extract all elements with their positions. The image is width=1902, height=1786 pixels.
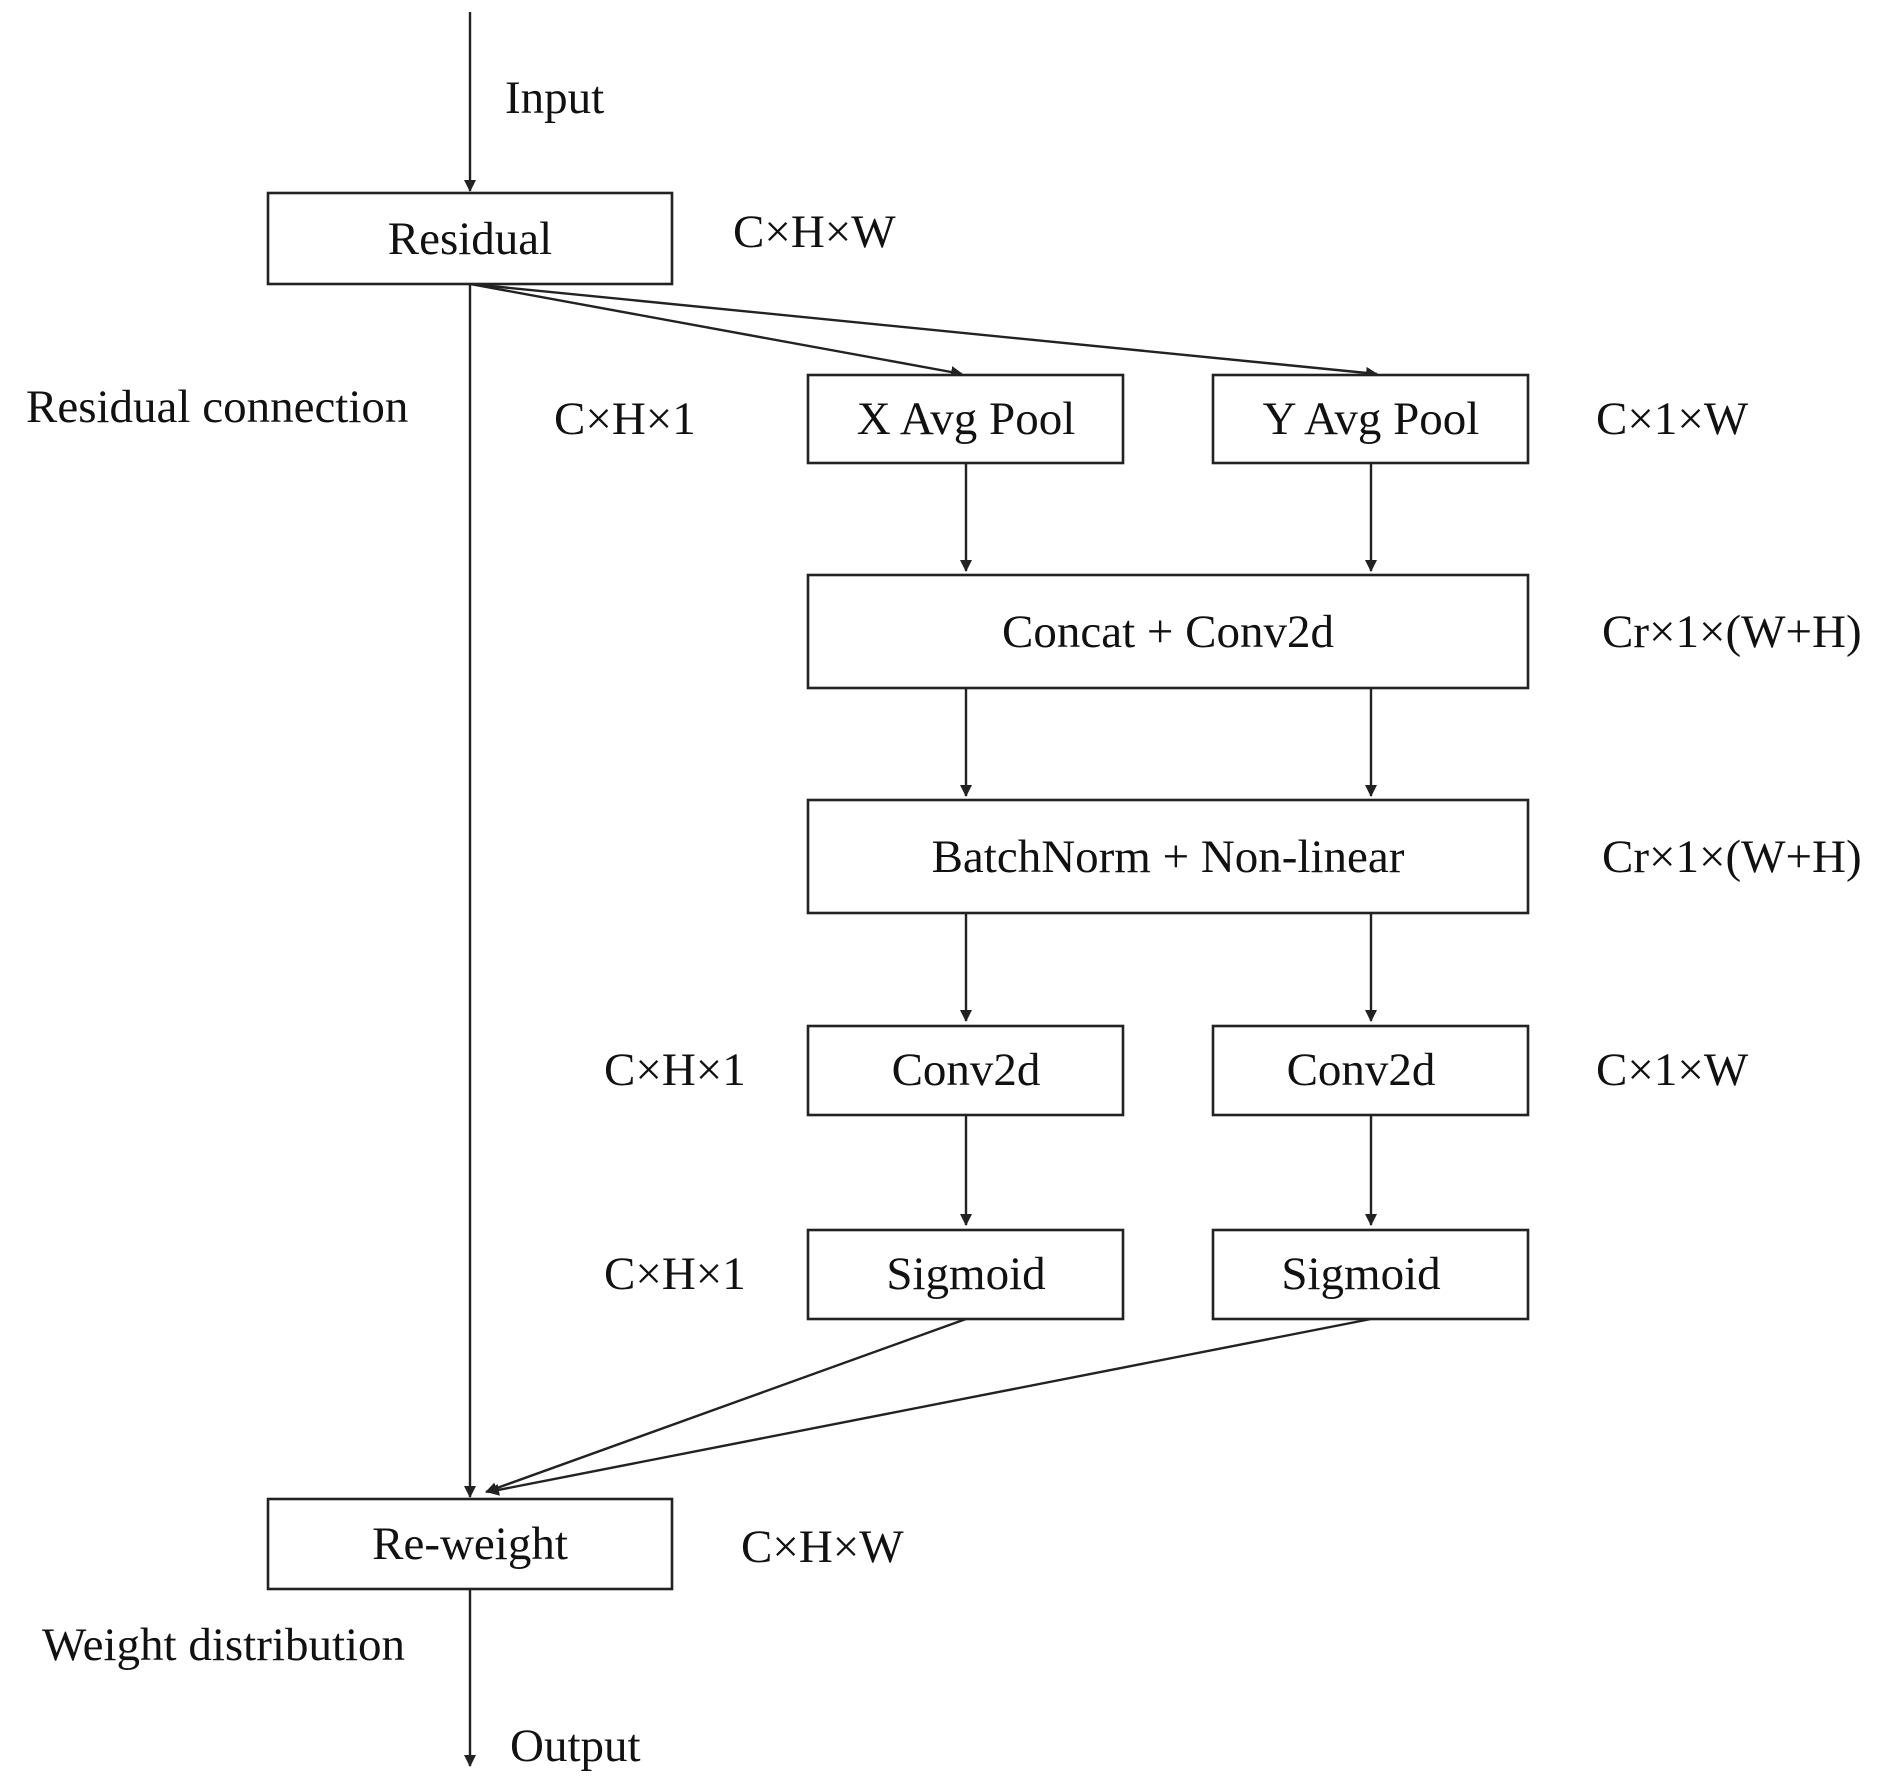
node-concat-conv2d: Concat + Conv2d: [806, 573, 1530, 690]
node-conv2d-left: Conv2d: [806, 1024, 1125, 1117]
node-residual-label: Residual: [388, 213, 552, 265]
node-reweight-label: Re-weight: [372, 1518, 568, 1570]
node-batchnorm-nonlinear-label: BatchNorm + Non-linear: [932, 831, 1405, 883]
node-sigmoid-right: Sigmoid: [1211, 1228, 1530, 1321]
edge-residual-to-x-pool: [469, 282, 963, 378]
node-x-avg-pool-label: X Avg Pool: [857, 393, 1076, 445]
node-residual: Residual: [266, 191, 674, 286]
node-batchnorm-nonlinear: BatchNorm + Non-linear: [806, 798, 1530, 915]
node-conv2d-right-label: Conv2d: [1287, 1044, 1436, 1096]
node-conv2d-right: Conv2d: [1211, 1024, 1530, 1117]
node-sigmoid-right-label: Sigmoid: [1281, 1248, 1440, 1300]
node-x-avg-pool: X Avg Pool: [806, 373, 1125, 465]
concat-dims-label: Cr×1×(W+H): [1602, 606, 1862, 658]
node-y-avg-pool-label: Y Avg Pool: [1263, 393, 1480, 445]
conv-left-dims-label: C×H×1: [604, 1044, 746, 1096]
edge-sigmoid-right-to-reweight: [487, 1317, 1372, 1496]
residual-dims-label: C×H×W: [733, 206, 896, 258]
node-sigmoid-left-label: Sigmoid: [886, 1248, 1045, 1300]
conv-right-dims-label: C×1×W: [1596, 1044, 1749, 1096]
input-label: Input: [505, 72, 604, 124]
node-conv2d-left-label: Conv2d: [892, 1044, 1041, 1096]
node-y-avg-pool: Y Avg Pool: [1211, 373, 1530, 465]
edge-residual-to-y-pool: [469, 282, 1378, 379]
output-label: Output: [510, 1720, 641, 1772]
weight-distribution-label: Weight distribution: [42, 1619, 405, 1671]
residual-connection-label: Residual connection: [26, 381, 408, 433]
node-reweight: Re-weight: [266, 1497, 674, 1591]
batchnorm-dims-label: Cr×1×(W+H): [1602, 831, 1862, 883]
node-sigmoid-left: Sigmoid: [806, 1228, 1125, 1321]
y-pool-dims-label: C×1×W: [1596, 393, 1749, 445]
sigmoid-left-dims-label: C×H×1: [604, 1248, 746, 1300]
x-pool-dims-label: C×H×1: [554, 393, 696, 445]
reweight-dims-label: C×H×W: [741, 1521, 904, 1573]
node-concat-conv2d-label: Concat + Conv2d: [1002, 606, 1334, 658]
edge-sigmoid-left-to-reweight: [485, 1317, 967, 1494]
